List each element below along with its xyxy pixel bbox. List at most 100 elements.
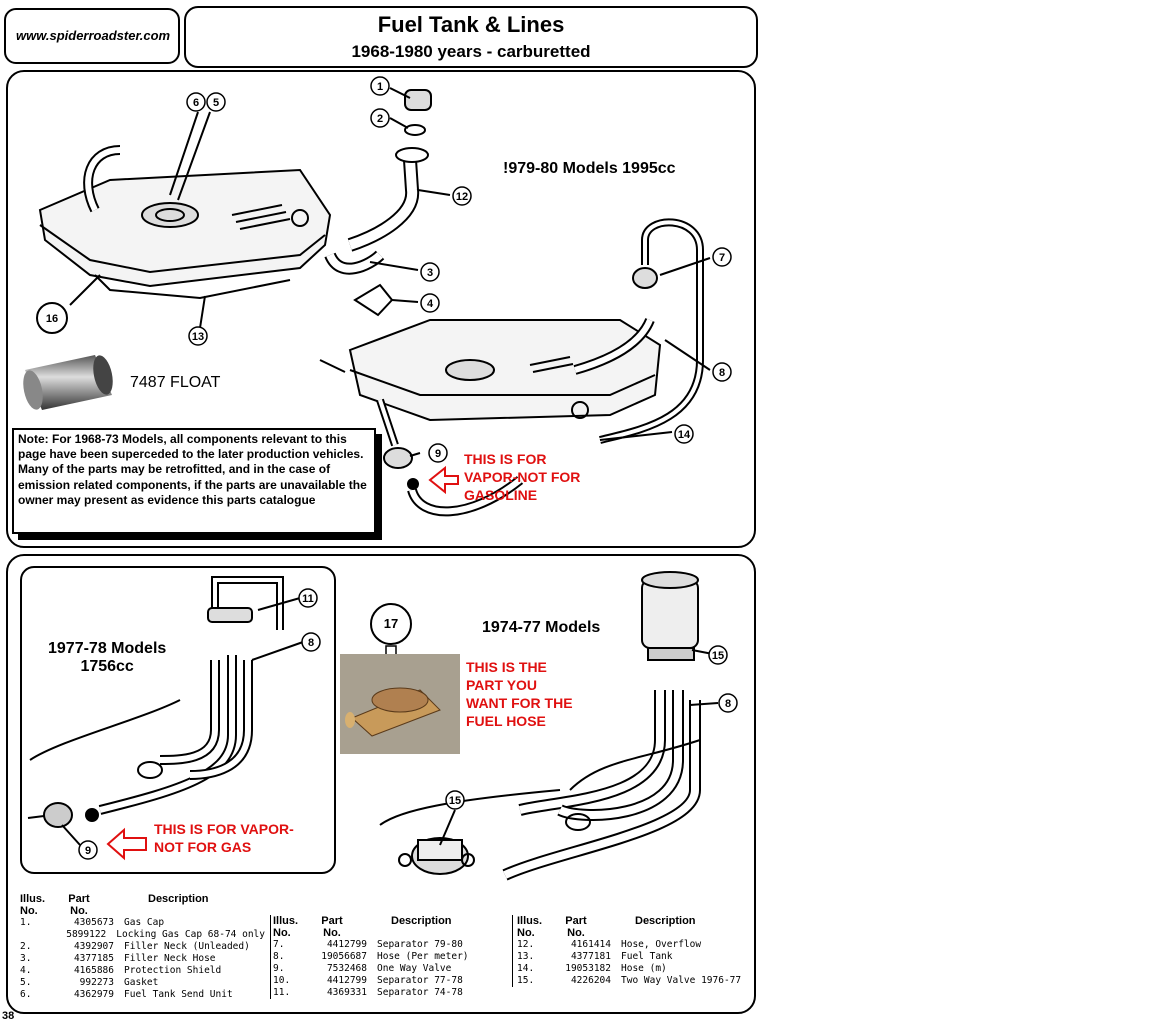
vapor-arrow-icon	[428, 465, 459, 495]
part-illus-no: 12.	[517, 939, 535, 950]
table-row: 11. 4369331 Separator 74-78	[273, 987, 513, 999]
parts-header: No. No.	[20, 905, 265, 917]
part-description: Hose, Overflow	[621, 939, 702, 950]
part-number: 992273	[79, 977, 114, 988]
callout-11-label: 15	[712, 650, 724, 662]
callout-17-label: 17	[384, 616, 398, 631]
callout-3: 3	[420, 262, 440, 282]
callout-2-label: 2	[377, 113, 383, 125]
page-number: 38	[2, 1010, 15, 1022]
top-vapor-note-line: GASOLINE	[464, 487, 538, 503]
part-description: Two Way Valve 1976-77	[621, 975, 742, 986]
callout-16-label: 16	[46, 313, 58, 325]
header-part: Part	[321, 915, 343, 927]
callout-10-label: 11	[302, 593, 314, 605]
parts-table-col3: Illus. Part Description No. No. 12.41614…	[512, 915, 755, 987]
part-illus-no: 11.	[273, 987, 291, 998]
left-models-heading: 1977-78 Models 1756cc	[48, 640, 166, 676]
callout-7: 7	[712, 247, 732, 267]
callout-8-right: 8	[718, 693, 738, 713]
top-diagram: 1 2 3 4 5 6 7 8 9 12 13 14 16	[23, 76, 732, 517]
callout-17: 17	[370, 603, 412, 645]
site-box: www.spiderroadster.com	[4, 8, 180, 64]
part-number: 4369331	[326, 987, 367, 998]
callout-14: 14	[674, 424, 694, 444]
part-note-line: THIS IS THE	[466, 659, 547, 675]
header-desc: Description	[391, 915, 452, 927]
header-part: Part	[565, 915, 587, 927]
bottom-vapor-note-line: THIS IS FOR VAPOR-	[154, 821, 294, 837]
table-row: 5899122 Locking Gas Cap 68-74 only	[20, 929, 265, 941]
table-row: 12. 4161414 Hose, Overflow	[517, 939, 755, 951]
part-description: One Way Valve	[377, 963, 452, 974]
part-description: Hose (Per meter)	[377, 951, 469, 962]
header-part-no: No.	[323, 927, 341, 939]
callout-4-label: 4	[427, 298, 434, 310]
header-part-no: No.	[70, 905, 88, 917]
header-illus: Illus.	[20, 893, 46, 905]
callout-6-label: 6	[193, 97, 199, 109]
part-description: Hose (m)	[621, 963, 667, 974]
callout-5: 5	[206, 92, 226, 112]
callout-6: 6	[186, 92, 206, 112]
valve-photo-icon	[345, 687, 441, 737]
callout-12-label: 12	[456, 191, 468, 203]
header-desc: Description	[635, 915, 696, 927]
part-number: 19053182	[565, 963, 611, 974]
header-part: Part	[68, 893, 90, 905]
part-number: 4377181	[570, 951, 611, 962]
part-description: Protection Shield	[124, 965, 222, 976]
part-description: Locking Gas Cap 68-74 only	[116, 929, 265, 940]
part-number: 4362979	[73, 989, 114, 1000]
vapor-arrow-bottom-icon	[106, 827, 147, 861]
callout-9-left: 9	[78, 840, 98, 860]
part-number: 4412799	[326, 939, 367, 950]
bottom-diagram: 11 8 9 15 8 15 17	[27, 571, 738, 881]
callout-8-label: 8	[719, 367, 725, 379]
callout-3-label: 3	[427, 267, 433, 279]
header-illus-no: No.	[20, 905, 38, 917]
left-heading-line: 1977-78 Models	[48, 640, 167, 657]
callout-1-label: 1	[377, 81, 383, 93]
title-box: Fuel Tank & Lines 1968-1980 years - carb…	[184, 6, 758, 68]
fuel-tank-right	[348, 319, 662, 422]
right-models-heading: 1974-77 Models	[482, 619, 601, 636]
callout-5-label: 5	[213, 97, 219, 109]
part-note: THIS IS THE PART YOU WANT FOR THE FUEL H…	[466, 658, 573, 730]
bottom-vapor-note: THIS IS FOR VAPOR- NOT FOR GAS	[154, 820, 294, 856]
callout-16: 16	[36, 302, 68, 334]
parts-header: Illus. Part Description	[273, 915, 513, 927]
part-number: 4161414	[570, 939, 611, 950]
header-illus: Illus.	[517, 915, 543, 927]
callout-8-left-label: 8	[308, 637, 314, 649]
part-number: 4377185	[73, 953, 114, 964]
part-illus-no: 2.	[20, 941, 32, 952]
callout-13: 13	[188, 326, 208, 346]
part-description: Separator 74-78	[377, 987, 463, 998]
part-number: 5899122	[66, 929, 107, 940]
part-illus-no: 14.	[517, 963, 535, 974]
part-description: Filler Neck (Unleaded)	[124, 941, 250, 952]
parts-header: No. No.	[273, 927, 513, 939]
float-image	[23, 355, 113, 410]
callout-15-label: 15	[449, 795, 461, 807]
top-vapor-note: THIS IS FOR VAPOR-NOT FOR GASOLINE	[464, 450, 580, 504]
callout-10: 11	[298, 588, 318, 608]
callout-9-left-label: 9	[85, 845, 91, 857]
site-url[interactable]: www.spiderroadster.com	[16, 28, 171, 43]
callout-15: 15	[445, 790, 465, 810]
callout-2: 2	[370, 108, 390, 128]
part-number: 4226204	[570, 975, 611, 986]
part-note-line: WANT FOR THE	[466, 695, 573, 711]
part-description: Separator 79-80	[377, 939, 463, 950]
callout-14-label: 14	[678, 429, 691, 441]
part-illus-no: 9.	[273, 963, 285, 974]
part-note-line: FUEL HOSE	[466, 713, 546, 729]
part-illus-no: 4.	[20, 965, 32, 976]
